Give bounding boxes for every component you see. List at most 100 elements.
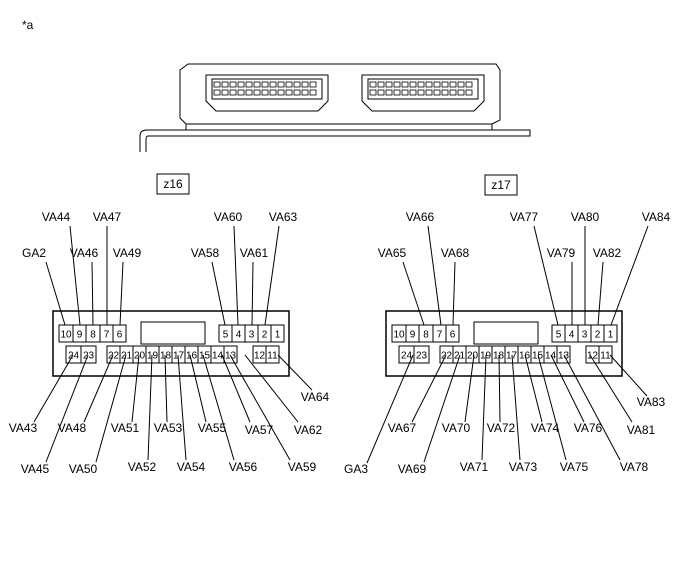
pin-cell: 21 [452, 345, 467, 364]
wire-label: VA43 [9, 421, 38, 435]
pin-number: 17 [173, 351, 185, 362]
pin-cell: 4 [564, 324, 579, 343]
wire-label: VA49 [113, 246, 142, 260]
z17-pin-pattern [369, 81, 473, 96]
wire-label: VA46 [70, 246, 99, 260]
wire-label: VA44 [42, 210, 71, 224]
wire-label: VA56 [229, 460, 258, 474]
pin-number: 18 [160, 351, 172, 362]
wire-label: VA70 [442, 421, 471, 435]
wire-label: GA2 [22, 246, 46, 260]
leader-line [119, 261, 124, 326]
wire-label: VA84 [642, 210, 671, 224]
wire-label: VA51 [111, 421, 140, 435]
leader-line [597, 261, 604, 326]
pin-number: 7 [437, 330, 443, 341]
pin-cell: 19 [145, 345, 160, 364]
pin-number: 3 [582, 330, 588, 341]
pin-number: 3 [249, 330, 255, 341]
leader-line [229, 354, 291, 461]
wire-label: VA73 [509, 460, 538, 474]
pin-cell: 24 [398, 345, 415, 364]
wire-label: VA71 [460, 460, 489, 474]
wire-label: VA79 [547, 246, 576, 260]
pin-number: 20 [134, 351, 146, 362]
pin-number: 4 [569, 330, 575, 341]
pin-cell: 11 [265, 345, 280, 364]
leader-line [189, 354, 207, 423]
leader-line [45, 354, 89, 463]
pin-cell: 18 [491, 345, 506, 364]
pin-number: 5 [556, 330, 562, 341]
ecu-housing [139, 63, 531, 152]
leader-line [423, 354, 461, 463]
leader-line [202, 354, 235, 461]
corner-mark: *a [22, 18, 34, 32]
leader-line [69, 225, 81, 326]
leader-line [83, 354, 114, 423]
leader-line [264, 225, 280, 326]
z16-connector-body [52, 310, 290, 377]
pin-number: 19 [147, 351, 159, 362]
pin-cell: 5 [551, 324, 566, 343]
leader-line [233, 225, 239, 326]
pin-number: 2 [595, 330, 601, 341]
leader-lines [33, 225, 649, 464]
wire-label: VA54 [177, 460, 206, 474]
pin-cell: 22 [106, 345, 121, 364]
pin-number: 16 [519, 351, 531, 362]
z16-pin-cells: 109876543212423222120191817161514131211 [58, 324, 285, 364]
leader-line [95, 354, 127, 463]
pin-cell: 15 [530, 345, 545, 364]
pin-number: 1 [608, 330, 614, 341]
leader-line [244, 354, 299, 423]
pin-number: 9 [77, 330, 83, 341]
pin-number: 21 [121, 351, 133, 362]
wire-label: VA78 [620, 460, 649, 474]
wire-label: VA83 [637, 395, 666, 409]
wire-label: VA61 [240, 246, 269, 260]
leader-line [211, 261, 226, 326]
leader-line [610, 225, 649, 326]
pin-number: 24 [68, 351, 80, 362]
pin-number: 14 [212, 351, 224, 362]
pin-number: 20 [467, 351, 479, 362]
leader-line [177, 354, 187, 461]
leader-line [45, 261, 66, 326]
wire-label: VA55 [198, 421, 227, 435]
pin-number: 8 [423, 330, 429, 341]
pin-number: 24 [401, 351, 413, 362]
wire-label: VA80 [571, 210, 600, 224]
wire-label: VA68 [441, 246, 470, 260]
leader-line [452, 261, 456, 326]
z17-connector-body [385, 310, 623, 377]
wire-label: VA52 [128, 460, 157, 474]
leader-line [411, 354, 447, 423]
pin-cell: 21 [119, 345, 134, 364]
wire-label: VA62 [294, 423, 323, 437]
leader-line [537, 354, 567, 461]
pin-cell: 22 [439, 345, 454, 364]
leader-line [550, 354, 585, 423]
wire-label: VA58 [191, 246, 220, 260]
pin-number: 23 [83, 351, 95, 362]
pin-number: 11 [600, 351, 611, 362]
pin-cell: 14 [543, 345, 558, 364]
leader-line [402, 261, 425, 326]
wire-label: VA60 [214, 210, 243, 224]
wire-label: VA82 [593, 246, 622, 260]
pin-number: 1 [275, 330, 281, 341]
pin-cell: 16 [517, 345, 532, 364]
leader-line [131, 354, 140, 423]
wire-label: VA81 [627, 423, 656, 437]
pin-number: 16 [186, 351, 198, 362]
leader-line [464, 354, 475, 423]
pin-number: 23 [416, 351, 428, 362]
wire-label: GA3 [344, 462, 368, 476]
z16-pin-pattern [213, 81, 317, 96]
wire-label: VA77 [510, 210, 539, 224]
pin-cell: 11 [598, 345, 613, 364]
pin-number: 13 [558, 351, 570, 362]
